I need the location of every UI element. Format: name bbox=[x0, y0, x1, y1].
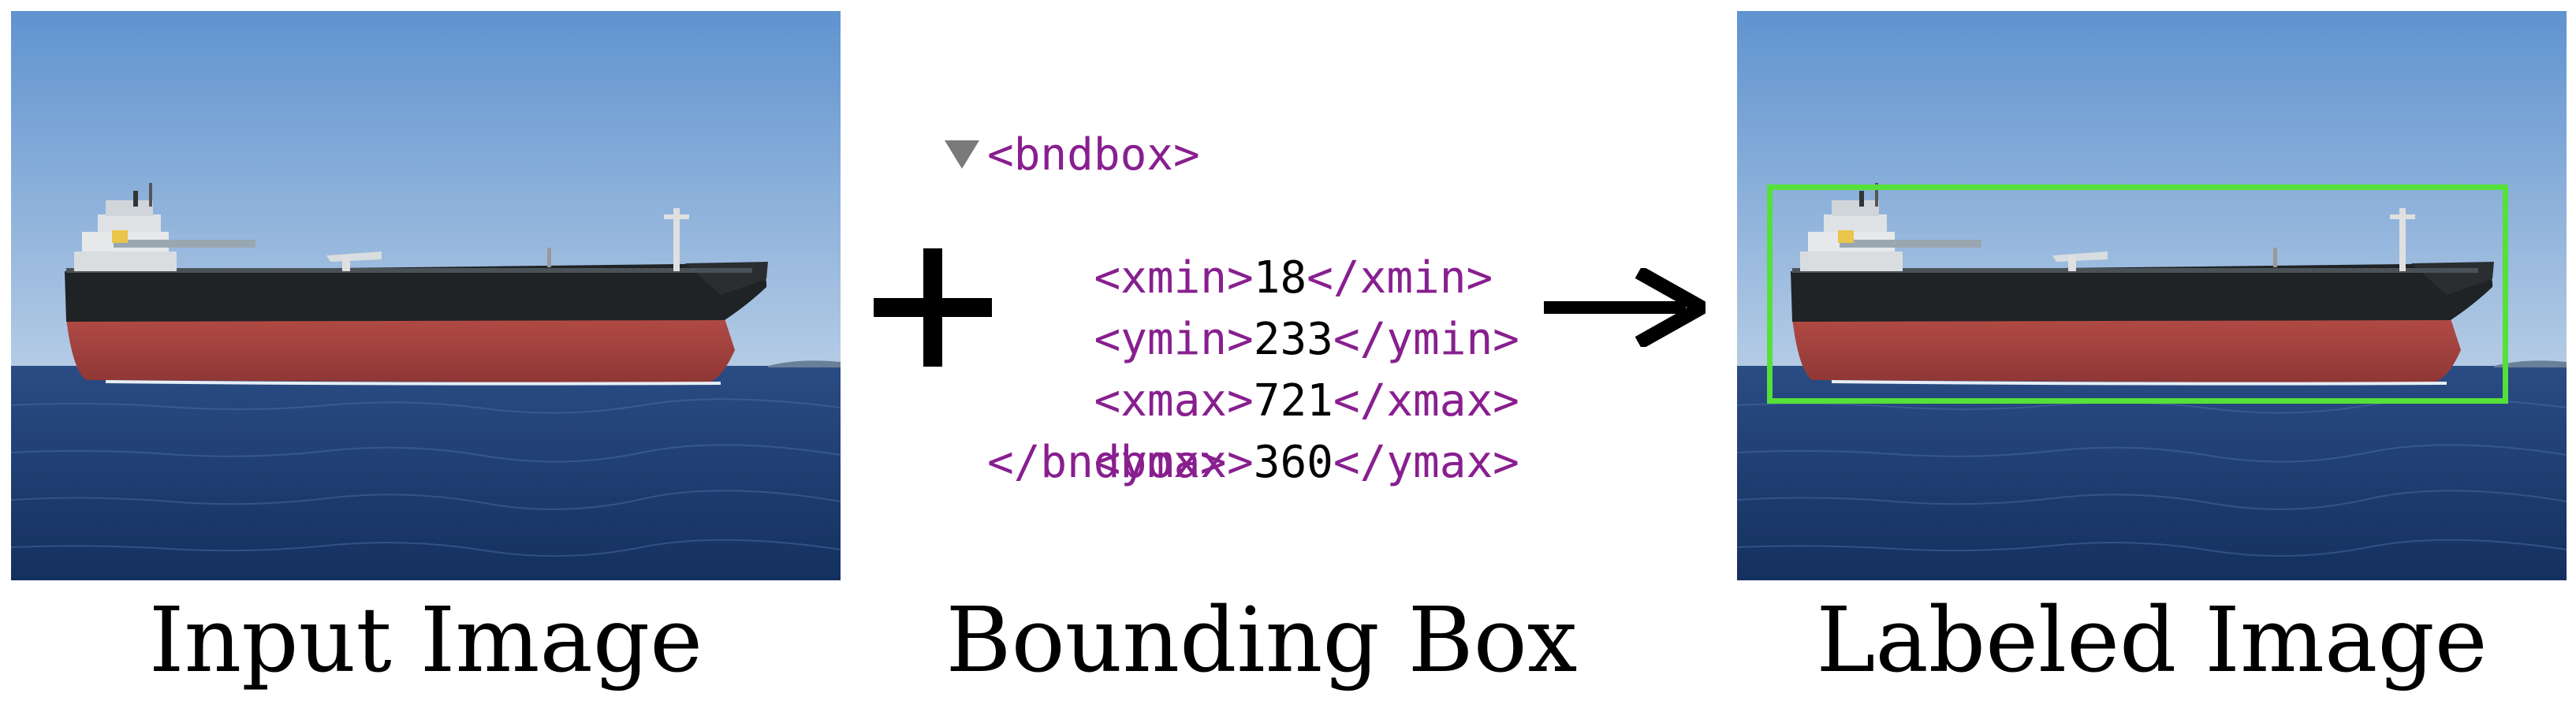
bounding-box-caption: Bounding Box bbox=[945, 588, 1578, 692]
xml-tag: </ymax> bbox=[1333, 437, 1519, 488]
plus-icon bbox=[874, 248, 992, 367]
xml-line-ymax: <ymax>360</ymax> bbox=[1041, 371, 1519, 494]
bounding-box-overlay bbox=[1767, 185, 2508, 404]
xml-open-tag: <bndbox> bbox=[987, 129, 1200, 181]
right-arrow-icon bbox=[1544, 266, 1717, 349]
xml-tag: </ymin> bbox=[1333, 314, 1519, 365]
xml-value: 721 bbox=[1253, 375, 1333, 427]
labeled-image bbox=[1737, 11, 2567, 580]
labeled-image-caption: Labeled Image bbox=[1816, 588, 2488, 692]
xml-line-ymin: <ymin>233</ymin> bbox=[1041, 248, 1519, 371]
input-image bbox=[11, 11, 841, 580]
xml-line-xmax: <xmax>721</xmax> bbox=[1041, 309, 1519, 432]
input-image-caption: Input Image bbox=[148, 588, 703, 692]
tanker-ship-photo bbox=[11, 11, 841, 580]
xml-close-tag: </bndbox> bbox=[987, 437, 1227, 488]
xml-tag: </xmin> bbox=[1307, 252, 1493, 304]
xml-value: 233 bbox=[1253, 314, 1333, 365]
collapse-triangle-icon bbox=[945, 140, 979, 169]
xml-line-xmin: <xmin>18</xmin> bbox=[1041, 186, 1493, 309]
xml-tag: <xmin> bbox=[1094, 252, 1254, 304]
xml-value: 18 bbox=[1253, 252, 1307, 304]
xml-tag: <ymax> bbox=[1094, 437, 1254, 488]
xml-tag: <ymin> bbox=[1094, 314, 1254, 365]
xml-value: 360 bbox=[1253, 437, 1333, 488]
xml-tag: <xmax> bbox=[1094, 375, 1254, 427]
xml-tag: </xmax> bbox=[1333, 375, 1519, 427]
